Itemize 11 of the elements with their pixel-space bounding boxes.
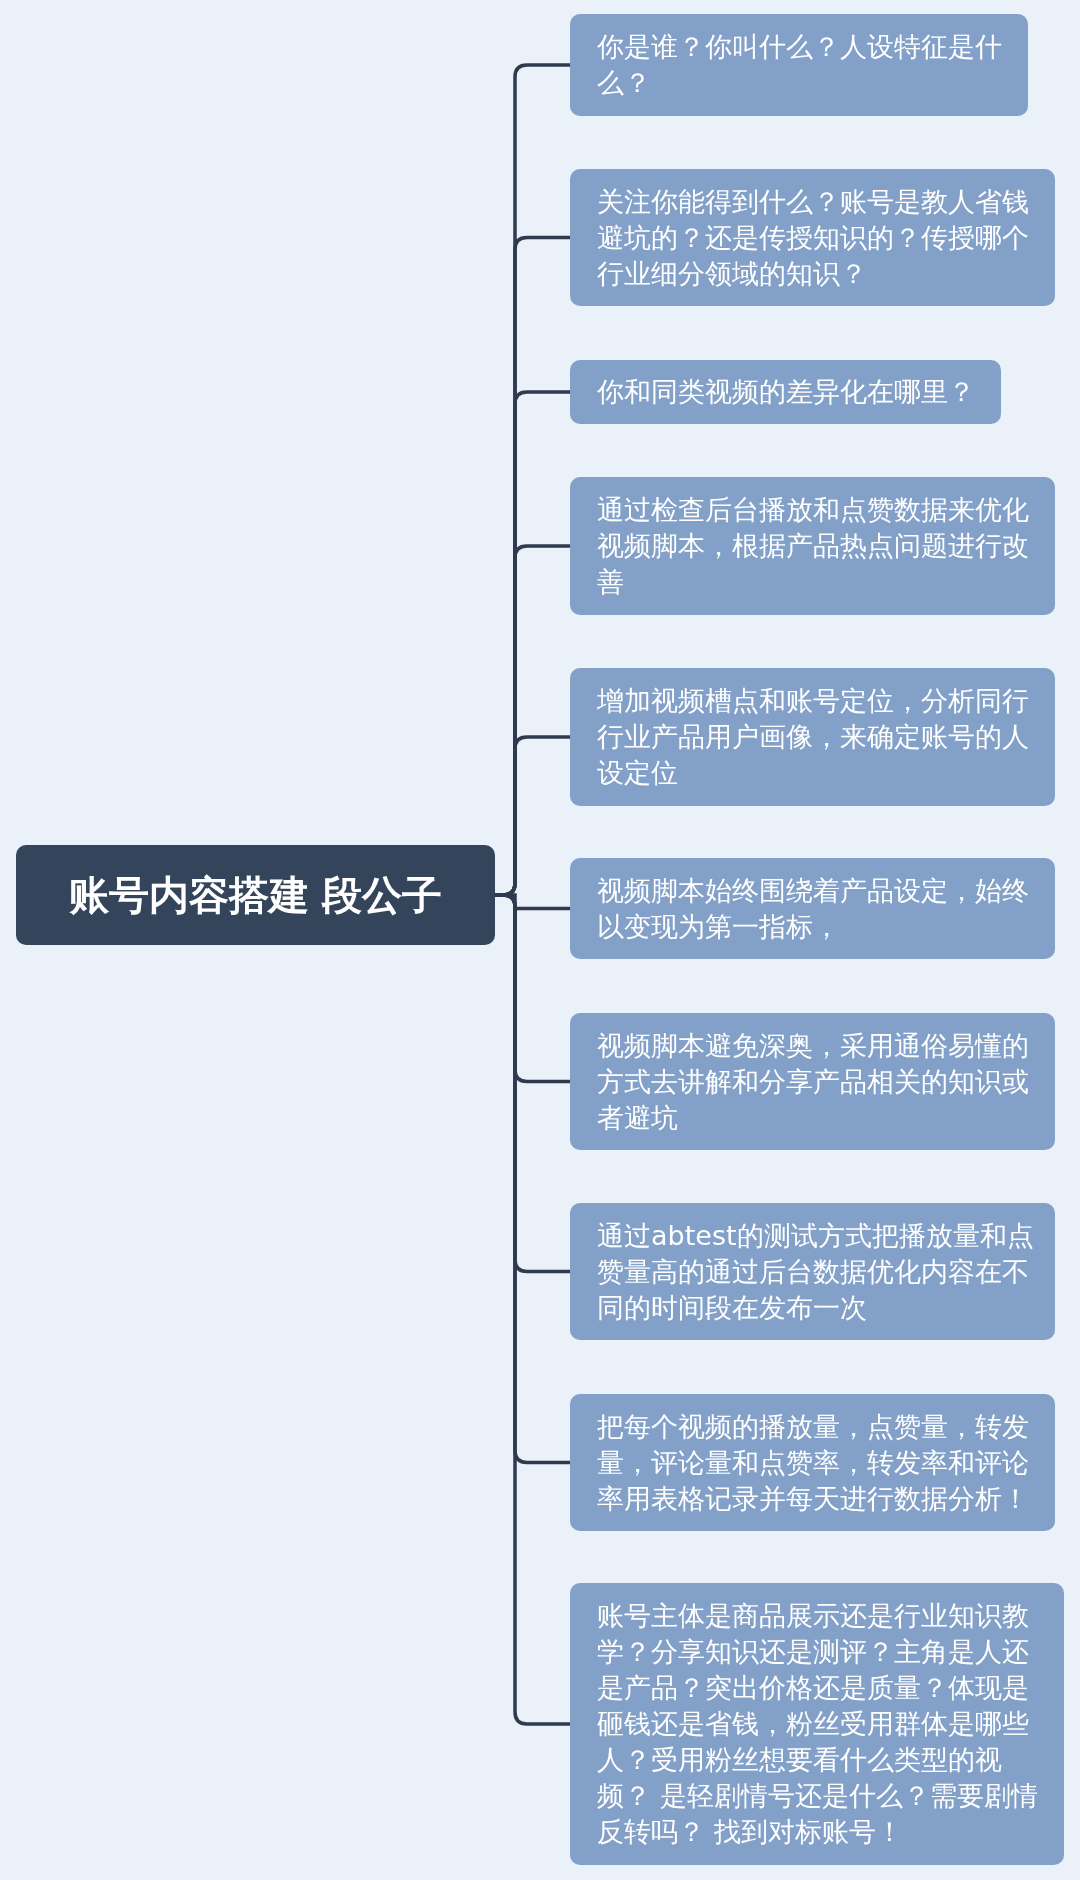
topic-box: 你是谁？你叫什么？人设特征是什么？	[570, 14, 1028, 116]
topic-box: 关注你能得到什么？账号是教人省钱避坑的？还是传授知识的？传授哪个行业细分领域的知识？	[570, 169, 1055, 306]
topic-box: 通过abtest的测试方式把播放量和点赞量高的通过后台数据优化内容在不同的时间段在发布一次	[570, 1203, 1055, 1340]
topic-box: 账号主体是商品展示还是行业知识教学？分享知识还是测评？主角是人还是产品？突出价格还是质量？体现是砸钱还是省钱，粉丝受用群体是哪些人？受用粉丝想要看什么类型的视频？ 是轻剧情号还是什么？需要剧情反转吗？ 找到对标账号！	[570, 1583, 1064, 1865]
topic-box: 你和同类视频的差异化在哪里？	[570, 360, 1001, 424]
topic-box: 视频脚本始终围绕着产品设定，始终以变现为第一指标，	[570, 858, 1055, 959]
topic-box: 通过检查后台播放和点赞数据来优化视频脚本，根据产品热点问题进行改善	[570, 477, 1055, 615]
topic-box: 把每个视频的播放量，点赞量，转发量，评论量和点赞率，转发率和评论率用表格记录并每天进行数据分析！	[570, 1394, 1055, 1531]
root-topic-box: 账号内容搭建 段公子	[16, 845, 495, 945]
topic-box: 视频脚本避免深奥，采用通俗易懂的方式去讲解和分享产品相关的知识或者避坑	[570, 1013, 1055, 1150]
topic-box: 增加视频槽点和账号定位，分析同行行业产品用户画像，来确定账号的人设定位	[570, 668, 1055, 806]
